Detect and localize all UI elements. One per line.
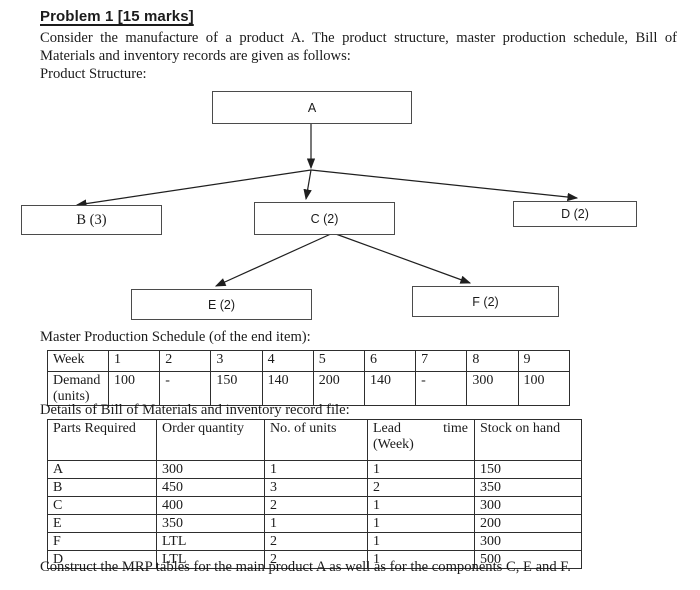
bom-row-E-col-2: 1 xyxy=(264,514,368,533)
mps-demand-week-5: 200 xyxy=(312,371,365,406)
bom-row-B-col-0: B xyxy=(47,478,157,497)
mps-week-9: 9 xyxy=(517,350,570,372)
diagram-edge-junction-C xyxy=(303,169,312,201)
diagram-node-E: E (2) xyxy=(131,289,312,320)
mps-week-1: 1 xyxy=(107,350,161,372)
mps-week-4: 4 xyxy=(261,350,314,372)
bom-row-F-col-1: LTL xyxy=(156,532,265,551)
mps-demand-week-2: - xyxy=(159,371,212,406)
intro-paragraph: Consider the manufacture of a product A.… xyxy=(40,29,677,83)
mps-week-7: 7 xyxy=(415,350,468,372)
bom-header-no-of-units: No. of units xyxy=(264,419,368,461)
intro-line-2: Materials and inventory records are give… xyxy=(40,48,351,64)
bom-row-C-col-0: C xyxy=(47,496,157,515)
bom-row-E-col-4: 200 xyxy=(474,514,582,533)
mps-demand-week-4: 140 xyxy=(261,371,314,406)
diagram-edge-junction-D xyxy=(310,169,579,202)
diagram-arrows xyxy=(75,122,579,287)
bom-caption: Details of Bill of Materials and invento… xyxy=(40,402,350,418)
bom-header-parts: Parts Required xyxy=(47,419,157,461)
mps-week-3: 3 xyxy=(210,350,263,372)
bom-row-B-col-1: 450 xyxy=(156,478,265,497)
bom-header-lead-time: Lead time (Week) xyxy=(367,419,475,461)
diagram-edge-C-F xyxy=(332,232,472,284)
bom-row-A-col-1: 300 xyxy=(156,460,265,479)
bom-row-D-col-1: LTL xyxy=(156,550,265,569)
problem-title: Problem 1 [15 marks] xyxy=(40,8,194,25)
closing-instruction: Construct the MRP tables for the main pr… xyxy=(40,559,571,575)
bom-row-A-col-2: 1 xyxy=(264,460,368,479)
diagram-node-F: F (2) xyxy=(412,286,559,317)
bom-row-A-col-0: A xyxy=(47,460,157,479)
mps-caption: Master Production Schedule (of the end i… xyxy=(40,329,311,345)
bom-row-A-col-4: 150 xyxy=(474,460,582,479)
bom-row-C-col-2: 2 xyxy=(264,496,368,515)
bom-header-row: Parts Required Order quantity No. of uni… xyxy=(47,419,582,461)
mps-demand-week-7: - xyxy=(415,371,468,406)
bom-row-F-col-4: 300 xyxy=(474,532,582,551)
bom-table: Parts Required Order quantity No. of uni… xyxy=(47,419,582,569)
mps-demand-week-3: 150 xyxy=(210,371,263,406)
bom-row-E-col-0: E xyxy=(47,514,157,533)
bom-row-B-col-2: 3 xyxy=(264,478,368,497)
intro-line-1: Consider the manufacture of a product A.… xyxy=(40,30,677,46)
bom-row-A-col-3: 1 xyxy=(367,460,475,479)
diagram-node-D: D (2) xyxy=(513,201,637,227)
mps-demand-week-1: 100 xyxy=(107,371,161,406)
bom-row-F-col-2: 2 xyxy=(264,532,368,551)
mps-demand-label: Demand (units) xyxy=(47,371,109,406)
bom-row-C-col-4: 300 xyxy=(474,496,582,515)
mps-week-5: 5 xyxy=(312,350,365,372)
bom-row-D-col-4: 500 xyxy=(474,550,582,569)
mps-week-header: Week xyxy=(47,350,109,372)
bom-row-B-col-4: 350 xyxy=(474,478,582,497)
bom-header-stock: Stock on hand xyxy=(474,419,582,461)
bom-row-F-col-0: F xyxy=(47,532,157,551)
bom-row-E-col-1: 350 xyxy=(156,514,265,533)
mps-demand-week-6: 140 xyxy=(363,371,417,406)
mps-week-8: 8 xyxy=(466,350,519,372)
diagram-node-A: A xyxy=(212,91,412,124)
mps-demand-week-8: 300 xyxy=(466,371,519,406)
product-structure-label: Product Structure: xyxy=(40,66,147,82)
bom-row-C-col-3: 1 xyxy=(367,496,475,515)
diagram-node-B: B (3) xyxy=(21,205,162,235)
bom-header-order-quantity: Order quantity xyxy=(156,419,265,461)
diagram-node-C: C (2) xyxy=(254,202,395,235)
bom-row-D-col-3: 1 xyxy=(367,550,475,569)
bom-row-B-col-3: 2 xyxy=(367,478,475,497)
bom-row-E-col-3: 1 xyxy=(367,514,475,533)
diagram-edge-junction-B xyxy=(75,169,312,208)
bom-row-D-col-2: 2 xyxy=(264,550,368,569)
mps-week-2: 2 xyxy=(159,350,212,372)
bom-row-F-col-3: 1 xyxy=(367,532,475,551)
mps-week-6: 6 xyxy=(363,350,417,372)
bom-row-C-col-1: 400 xyxy=(156,496,265,515)
mps-demand-week-9: 100 xyxy=(517,371,570,406)
diagram-edge-C-E xyxy=(214,232,334,287)
